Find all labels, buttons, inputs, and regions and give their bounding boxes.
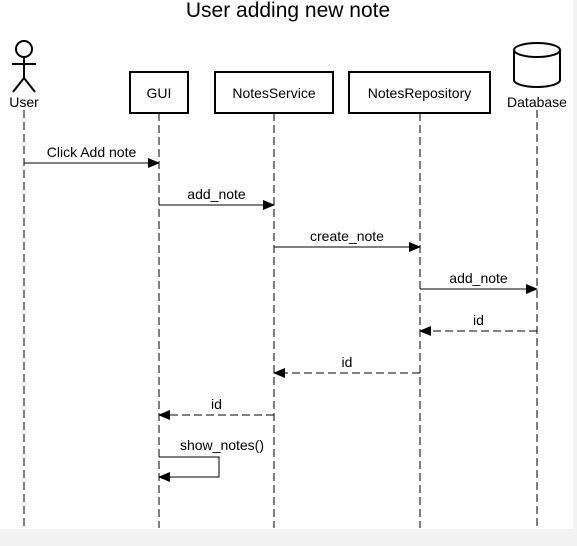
database-top bbox=[513, 42, 561, 58]
actor-icon bbox=[12, 40, 36, 93]
message-label: id bbox=[342, 354, 353, 370]
message-label: id bbox=[211, 396, 222, 412]
message-7: id bbox=[158, 396, 274, 420]
database-body bbox=[513, 50, 561, 88]
database-icon bbox=[513, 42, 561, 88]
participant-label-notes-repository: NotesRepository bbox=[368, 85, 472, 101]
participant-label-gui: GUI bbox=[147, 85, 172, 101]
message-label: show_notes() bbox=[180, 437, 264, 453]
message-label: add_note bbox=[187, 186, 246, 202]
message-5: id bbox=[419, 312, 537, 336]
message-label: add_note bbox=[449, 270, 508, 286]
participant-box-notes-repository bbox=[348, 71, 491, 114]
participant-label-database: Database bbox=[507, 94, 567, 110]
message-4: add_note bbox=[420, 270, 538, 294]
participant-box-notes-service bbox=[214, 71, 334, 114]
participant-label-notes-service: NotesService bbox=[232, 85, 315, 101]
message-arrow bbox=[158, 456, 220, 482]
actor-leg-right bbox=[23, 77, 36, 93]
message-3: create_note bbox=[274, 228, 421, 252]
message-1: Click Add note bbox=[24, 144, 160, 168]
participant-box-gui bbox=[129, 71, 189, 114]
message-8: show_notes() bbox=[158, 437, 264, 482]
message-label: Click Add note bbox=[47, 144, 137, 160]
message-6: id bbox=[273, 354, 420, 378]
message-2: add_note bbox=[159, 186, 275, 210]
participant-label-user: User bbox=[9, 94, 39, 110]
actor-leg-left bbox=[12, 77, 25, 93]
message-label: id bbox=[473, 312, 484, 328]
diagram-title: User adding new note bbox=[186, 0, 390, 22]
message-label: create_note bbox=[310, 228, 384, 244]
